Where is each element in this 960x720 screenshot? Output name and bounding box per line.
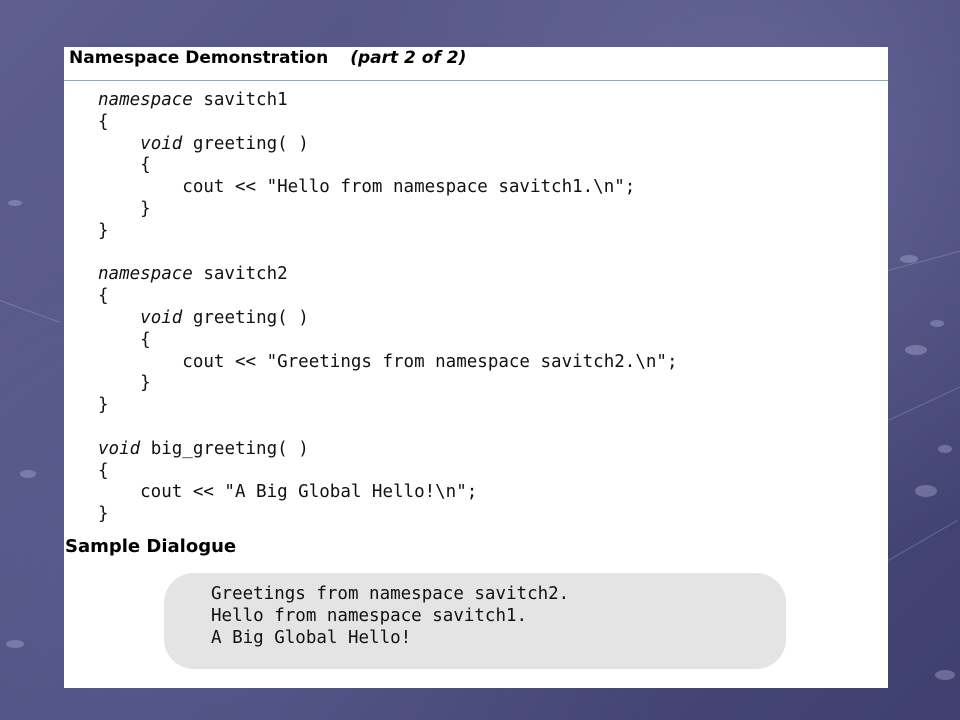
dialogue-line: Hello from namespace savitch1.	[211, 605, 528, 626]
code-indent	[98, 308, 140, 328]
code-line: {	[98, 112, 677, 134]
code-keyword: namespace	[98, 264, 193, 285]
code-line: cout << "Hello from namespace savitch1.\…	[98, 177, 677, 199]
code-text: greeting( )	[182, 133, 309, 154]
code-text: }	[98, 373, 151, 394]
code-line	[98, 243, 677, 265]
background-line	[0, 300, 61, 323]
sample-dialogue-output: Greetings from namespace savitch2.Hello …	[211, 584, 569, 649]
code-line: void greeting( )	[98, 134, 677, 156]
code-keyword: void	[140, 307, 183, 328]
code-line: {	[98, 461, 677, 483]
dialogue-line: Greetings from namespace savitch2.	[211, 584, 570, 604]
code-line: cout << "Greetings from namespace savitc…	[98, 352, 677, 374]
background-dot	[935, 670, 955, 680]
code-text: {	[98, 155, 151, 176]
code-line: }	[98, 373, 677, 395]
code-keyword: void	[140, 133, 183, 154]
dialogue-line: A Big Global Hello!	[211, 627, 412, 648]
background-dot	[938, 445, 952, 453]
code-line: void greeting( )	[98, 308, 677, 330]
code-text: {	[98, 286, 109, 307]
code-line: {	[98, 155, 677, 177]
background-line	[888, 249, 960, 271]
code-text: {	[98, 460, 109, 481]
code-line: }	[98, 221, 677, 243]
background-dot	[915, 485, 937, 497]
code-line: namespace savitch2	[98, 264, 677, 286]
code-text: cout << "Greetings from namespace savitc…	[98, 351, 678, 372]
background-dot	[900, 255, 918, 263]
background-line	[888, 386, 960, 421]
code-indent	[98, 134, 140, 154]
code-line: }	[98, 504, 677, 526]
code-text: cout << "A Big Global Hello!\n";	[98, 482, 478, 503]
code-line: }	[98, 199, 677, 221]
code-line: {	[98, 286, 677, 308]
code-text: {	[98, 111, 109, 132]
code-text: }	[98, 220, 109, 241]
background-dot	[6, 640, 24, 648]
code-line: }	[98, 395, 677, 417]
slide-panel: Namespace Demonstration (part 2 of 2) nam…	[64, 47, 888, 688]
panel-title-text: Namespace Demonstration	[69, 48, 329, 68]
background-dot	[20, 470, 36, 478]
code-text: cout << "Hello from namespace savitch1.\…	[98, 177, 636, 198]
code-line: {	[98, 330, 677, 352]
background-dot	[8, 200, 22, 206]
code-text: savitch2	[192, 264, 288, 285]
code-line: namespace savitch1	[98, 90, 677, 112]
panel-title: Namespace Demonstration (part 2 of 2)	[69, 48, 466, 68]
background-line	[888, 520, 958, 561]
code-text: }	[98, 198, 151, 219]
code-line: void big_greeting( )	[98, 439, 677, 461]
code-line	[98, 417, 677, 439]
code-text: }	[98, 504, 109, 525]
code-text: {	[98, 329, 151, 350]
panel-title-part: (part 2 of 2)	[350, 48, 467, 68]
panel-header: Namespace Demonstration (part 2 of 2)	[64, 47, 888, 81]
background-dot	[930, 320, 944, 327]
sample-dialogue-title: Sample Dialogue	[65, 536, 237, 557]
sample-dialogue-box: Greetings from namespace savitch2.Hello …	[164, 573, 786, 669]
background-dot	[905, 345, 927, 355]
code-text: savitch1	[192, 90, 288, 110]
code-keyword: void	[98, 438, 141, 459]
code-line: cout << "A Big Global Hello!\n";	[98, 482, 677, 504]
code-block: namespace savitch1{ void greeting( ) { c…	[98, 90, 677, 526]
code-text: greeting( )	[182, 307, 309, 328]
code-keyword: namespace	[98, 90, 193, 110]
code-text: }	[98, 395, 109, 416]
code-text: big_greeting( )	[140, 438, 309, 459]
